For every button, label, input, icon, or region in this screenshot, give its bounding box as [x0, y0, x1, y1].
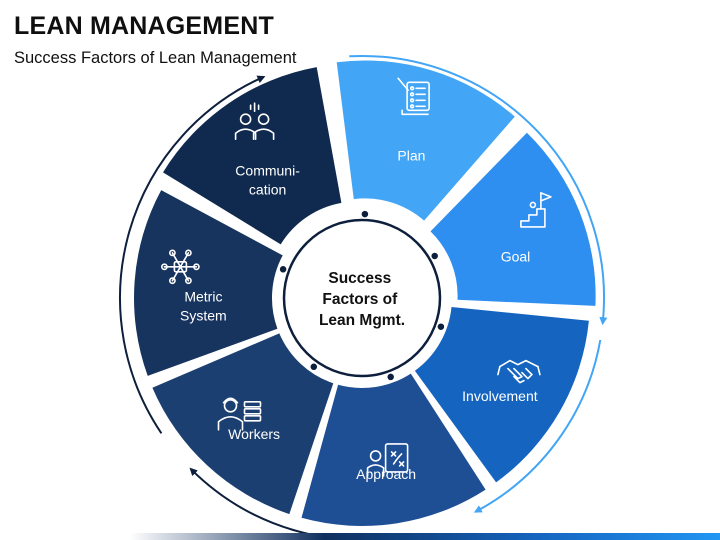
segment-label-line: Workers [228, 426, 280, 442]
segment-shape [414, 307, 589, 483]
center-line-1: Success [328, 270, 391, 287]
segment-label-line: Involvement [462, 388, 538, 404]
connector-dot [429, 251, 440, 261]
segment-label-line: Plan [397, 147, 425, 163]
connector-dot [278, 264, 288, 275]
handshake-icon [497, 359, 541, 384]
slide-title: LEAN MANAGEMENT [14, 12, 274, 40]
goal-flag-icon [520, 192, 552, 228]
segment-shape [301, 373, 486, 526]
strategy-board-icon [366, 443, 409, 477]
slide-subtitle: Success Factors of Lean Management [14, 49, 297, 67]
segment-shape [336, 60, 515, 221]
connector-dot [360, 209, 370, 219]
checklist-icon [397, 77, 430, 116]
segment-approach: Approach [301, 373, 486, 526]
segment-shape [134, 190, 283, 376]
center-line-2: Factors of [322, 291, 398, 308]
segment-shape [430, 132, 596, 306]
worker-icon [217, 397, 262, 431]
connector-dot [309, 362, 319, 372]
segment-label: Involvement [462, 388, 538, 404]
segment-workers: Workers [152, 333, 334, 515]
segment-label: Approach [356, 466, 416, 482]
segment-goal: Goal [430, 132, 596, 306]
segment-label: Plan [397, 147, 425, 163]
segment-label-line: System [180, 308, 227, 324]
arrow-light-upper [349, 54, 608, 326]
segment-label-line: Goal [501, 248, 531, 264]
cycle-arrows [119, 54, 608, 540]
arrow-dark-upper [119, 75, 266, 434]
center-circle [282, 218, 442, 378]
connector-dot [436, 321, 446, 332]
segment-label: Workers [228, 426, 280, 442]
segment-shape [163, 67, 342, 245]
connector-dots [278, 209, 446, 382]
segment-label: Communi-cation [235, 162, 300, 197]
network-icon [160, 249, 200, 285]
center-line-3: Lean Mgmt. [319, 312, 405, 329]
connector-dot [385, 372, 396, 382]
segment-communication: Communi-cation [163, 67, 342, 245]
segment-plan: Plan [336, 60, 515, 221]
segment-label: Goal [501, 248, 531, 264]
segment-label-line: Approach [356, 466, 416, 482]
segment-label-line: Communi- [235, 162, 300, 178]
segment-label-line: cation [249, 181, 286, 197]
center-hub: Success Factors of Lean Mgmt. [282, 218, 442, 378]
footer-accent-bar [0, 533, 720, 540]
segment-label-line: Metric [184, 289, 222, 305]
arrow-light-lower [473, 339, 602, 513]
center-label: Success Factors of Lean Mgmt. [319, 270, 405, 329]
segment-involvement: Involvement [414, 307, 589, 483]
communication-icon [234, 102, 275, 141]
